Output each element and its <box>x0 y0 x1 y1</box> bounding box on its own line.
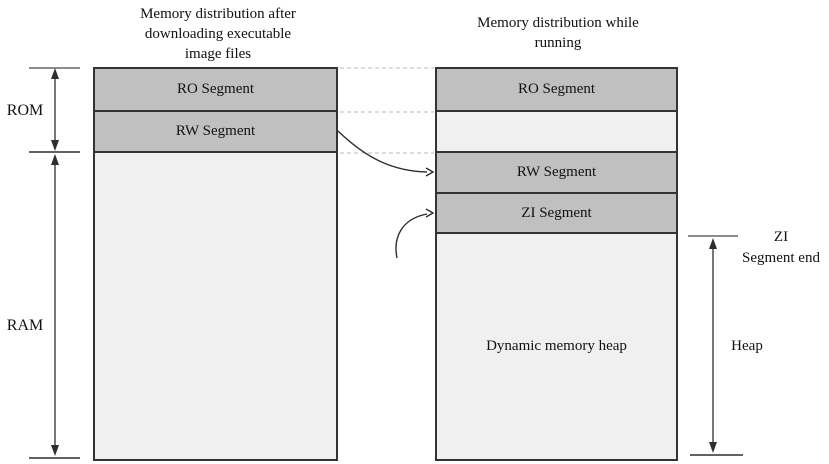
rw-mapping-arrow-head <box>425 167 435 177</box>
left-title-line-3: image files <box>184 46 252 62</box>
rw-mapping-arrow <box>337 130 428 173</box>
rom-arrow-down-head <box>51 140 59 151</box>
right-rw-segment-label: RW Segment <box>516 164 597 180</box>
left-ro-segment: RO Segment <box>95 69 336 112</box>
heap-arrow-down-head <box>709 442 717 453</box>
left-ro-segment-label: RO Segment <box>176 81 255 97</box>
zi-segment-end-line-1: ZI <box>773 229 789 245</box>
ram-label: RAM <box>6 317 44 334</box>
rom-arrow-up-head <box>51 68 59 79</box>
left-column-title: Memory distribution after downloading ex… <box>96 4 340 64</box>
right-gap-area <box>437 112 676 153</box>
zi-mapping-arrow <box>395 213 428 259</box>
heap-arrow-up-head <box>709 238 717 249</box>
right-heap-area: Dynamic memory heap <box>437 234 676 459</box>
zi-segment-end-line-2: Segment end <box>742 250 820 266</box>
right-memory-box: RO Segment RW Segment ZI Segment Dynamic… <box>435 67 678 461</box>
right-zi-segment: ZI Segment <box>437 194 676 234</box>
heap-area-label: Dynamic memory heap <box>486 338 627 354</box>
heap-label: Heap <box>731 338 763 354</box>
right-ro-segment: RO Segment <box>437 69 676 112</box>
left-title-line-2: downloading executable <box>144 26 292 42</box>
left-memory-box: RO Segment RW Segment <box>93 67 338 461</box>
left-rw-segment-label: RW Segment <box>175 123 256 139</box>
left-free-ram-area <box>95 153 336 459</box>
right-ro-segment-label: RO Segment <box>517 81 596 97</box>
right-rw-segment: RW Segment <box>437 153 676 194</box>
right-zi-segment-label: ZI Segment <box>521 204 592 221</box>
zi-segment-end-label: ZI Segment end <box>733 227 829 269</box>
rom-label: ROM <box>6 102 44 119</box>
ram-arrow-up-head <box>51 154 59 165</box>
zi-mapping-arrow-head <box>425 208 435 218</box>
right-title-line-2: running <box>534 35 582 51</box>
right-title-line-1: Memory distribution while <box>477 15 639 31</box>
left-title-line-1: Memory distribution after <box>140 6 296 22</box>
ram-arrow-down-head <box>51 445 59 456</box>
left-rw-segment: RW Segment <box>95 112 336 153</box>
right-column-title: Memory distribution while running <box>436 13 680 53</box>
